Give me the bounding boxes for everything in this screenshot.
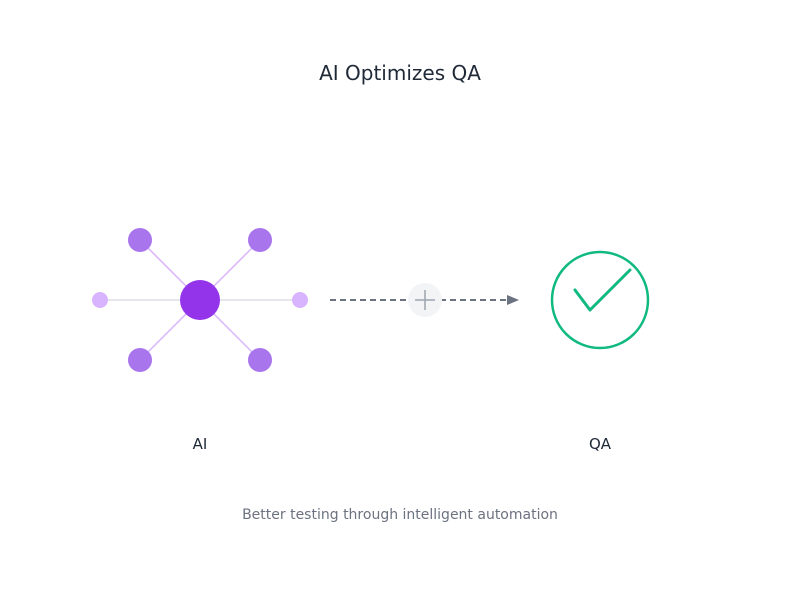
neural-network-icon <box>92 228 308 372</box>
checkmark-circle-icon <box>550 250 650 350</box>
network-node <box>248 348 272 372</box>
qa-label: QA <box>588 435 612 453</box>
network-node <box>128 228 152 252</box>
ai-label: AI <box>192 435 208 453</box>
network-node <box>128 348 152 372</box>
network-satellite-node <box>92 292 108 308</box>
network-core-node <box>180 280 220 320</box>
plus-icon <box>408 283 442 317</box>
diagram-caption: Better testing through intelligent autom… <box>242 507 558 523</box>
network-node <box>248 228 272 252</box>
network-satellite-node <box>292 292 308 308</box>
diagram-title: AI Optimizes QA <box>319 61 481 85</box>
